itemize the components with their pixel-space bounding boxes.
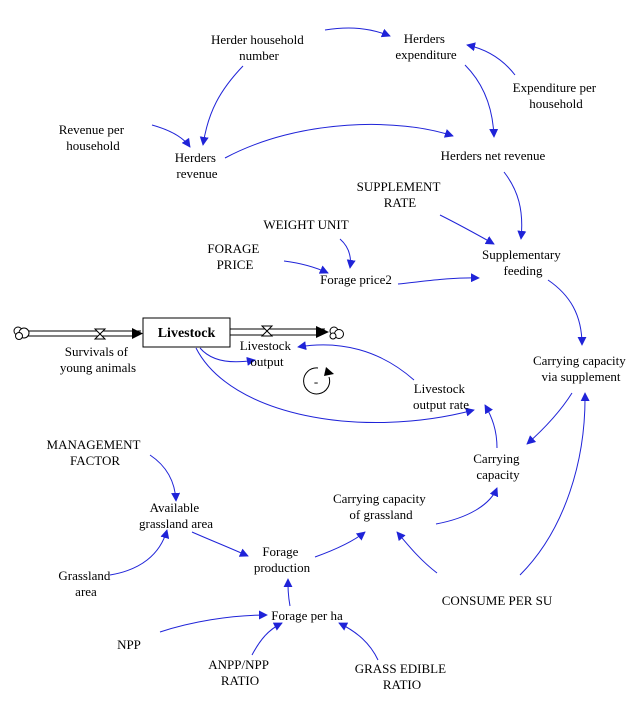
inflow-survivals	[13, 326, 143, 340]
var-survivals-of-young-animals: Survivals of young animals	[60, 344, 136, 375]
link-household-to-revenue	[199, 65, 244, 146]
var-livestock-output: Livestock output	[240, 338, 295, 369]
link-revenue-to-netrevenue	[224, 124, 454, 159]
link-forageprice2-to-supplementary	[397, 273, 480, 285]
var-management-factor: MANAGEMENT FACTOR	[47, 437, 144, 468]
var-herder-household-number: Herder household number	[211, 32, 307, 63]
link-forageprice-to-forageprice2	[283, 260, 329, 274]
causal-links	[109, 27, 590, 661]
link-supplementrate-to-supplementary	[439, 214, 495, 245]
var-livestock-output-rate: Livestock output rate	[413, 381, 469, 412]
link-forageperha-to-forageproduction	[283, 578, 293, 607]
link-carrycap-to-outputrate	[484, 404, 498, 449]
link-outputrate-to-output	[297, 341, 415, 381]
link-mgmtfactor-to-available	[149, 454, 181, 502]
balancing-loop-marker: -	[303, 367, 334, 395]
var-herders-net-revenue: Herders net revenue	[441, 148, 546, 163]
link-supplementary-to-ccsupplement	[547, 279, 587, 346]
link-livestock-to-outputrate	[195, 347, 475, 423]
var-weight-unit: WEIGHT UNIT	[263, 217, 348, 232]
var-herders-revenue: Herders revenue	[175, 150, 219, 181]
var-available-grassland-area: Available grassland area	[139, 500, 213, 531]
var-forage-production: Forage production	[254, 544, 311, 575]
cloud-sink-icon	[329, 326, 344, 340]
var-consume-per-su: CONSUME PER SU	[442, 593, 553, 608]
var-herders-expenditure: Herders expenditure	[395, 31, 457, 62]
link-weightunit-to-forageprice2	[339, 238, 356, 269]
var-npp: NPP	[117, 637, 141, 652]
link-consume-to-ccsupplement	[519, 392, 590, 576]
outflow-livestock	[230, 325, 344, 340]
var-revenue-per-household: Revenue per household	[59, 122, 128, 153]
var-forage-price2: Forage price2	[320, 272, 392, 287]
link-anpp-to-forageperha	[251, 622, 283, 656]
variable-labels: Herder household number Herders expendit…	[47, 31, 629, 692]
link-expenditure-to-netrevenue	[464, 64, 499, 138]
link-npp-to-forageperha	[159, 610, 268, 633]
var-forage-price: FORAGE PRICE	[207, 241, 262, 272]
link-livestock-to-output	[199, 347, 256, 366]
link-household-to-expenditure	[324, 27, 391, 38]
link-revperhh-to-revenue	[151, 124, 191, 148]
link-grassland-to-available	[109, 529, 170, 576]
valve-icon	[93, 328, 107, 340]
link-netrevenue-to-supplementary	[503, 171, 527, 240]
var-expenditure-per-household: Expenditure per household	[513, 80, 600, 111]
link-forageproduction-to-ccgrassland	[314, 531, 366, 558]
link-available-to-forageproduction	[191, 531, 249, 557]
link-consume-to-ccgrassland	[396, 531, 438, 574]
var-grass-edible-ratio: GRASS EDIBLE RATIO	[355, 661, 450, 692]
link-expperhh-to-expenditure	[466, 42, 516, 76]
stock-label: Livestock	[158, 326, 216, 341]
var-carrying-capacity-of-grassland: Carrying capacity of grassland	[333, 491, 429, 522]
stock-livestock: Livestock	[142, 317, 231, 348]
link-ccsupplement-to-carrycap	[526, 392, 573, 445]
var-carrying-capacity: Carrying capacity	[473, 451, 522, 482]
var-anpp-npp-ratio: ANPP/NPP RATIO	[208, 657, 271, 688]
link-grassedible-to-forageperha	[338, 622, 379, 661]
var-supplementary-feeding: Supplementary feeding	[482, 247, 564, 278]
var-grassland-area: Grassland area	[58, 568, 113, 599]
valve-icon	[260, 325, 274, 337]
loop-polarity-label: -	[314, 374, 318, 389]
var-carrying-capacity-via-supplement: Carrying capacity via supplement	[533, 353, 629, 384]
var-forage-per-ha: Forage per ha	[271, 608, 343, 623]
cloud-source-icon	[13, 326, 30, 340]
var-supplement-rate: SUPPLEMENT RATE	[357, 179, 444, 210]
link-ccgrassland-to-carrycap	[435, 487, 499, 525]
